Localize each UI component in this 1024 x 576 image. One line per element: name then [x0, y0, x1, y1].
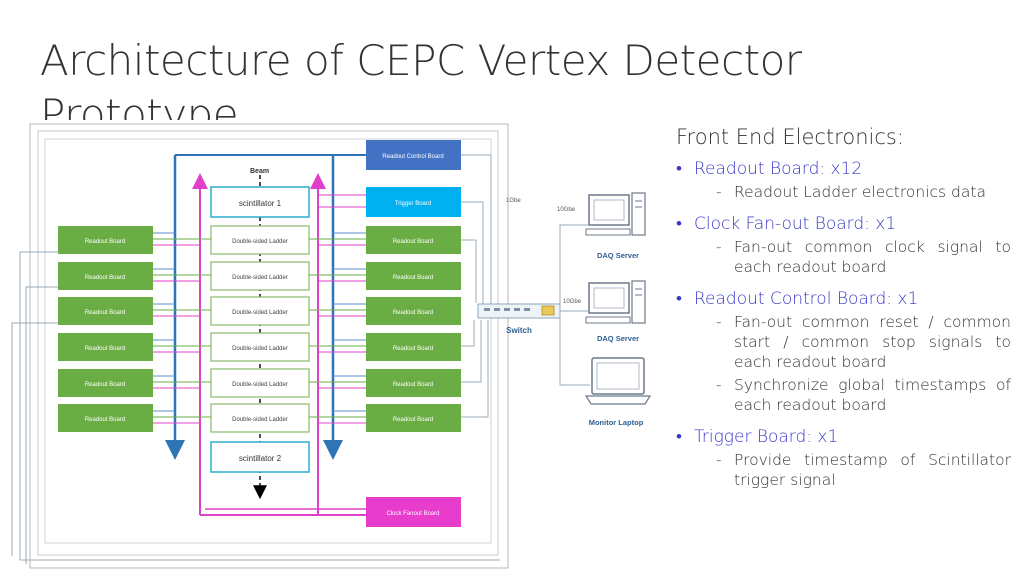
bullet-label: Readout Control Board: x1	[694, 289, 919, 309]
sub-bullet: - Fan-out common reset / common start / …	[716, 312, 1011, 372]
link-10gbe-a-label: 10Gbe	[557, 207, 576, 213]
readout-board-label: Readout Board	[85, 275, 125, 281]
monitor-laptop-icon	[584, 357, 652, 405]
scintillator-1-box: scintillator 1	[210, 186, 310, 218]
front-end-electronics-list: Front End Electronics: • Readout Board: …	[676, 125, 1011, 490]
left-readout-boards: Readout Board Readout Board Readout Boar…	[58, 226, 153, 432]
readout-board-label: Readout Board	[85, 239, 125, 245]
sub-bullet-text: Fan-out common clock signal to each read…	[734, 238, 1011, 276]
section-heading: Front End Electronics:	[676, 125, 904, 149]
bullet-label: Clock Fan-out Board: x1	[694, 214, 897, 234]
sub-bullet: - Fan-out common clock signal to each re…	[716, 237, 1011, 277]
beam-label: Beam	[250, 168, 269, 175]
readout-board-label: Readout Board	[393, 275, 433, 281]
clock-fanout-board: Clock Fanout Board	[366, 497, 461, 527]
sub-bullet-text: Provide timestamp of Scintillator trigge…	[734, 451, 1011, 489]
ladder-label: Double-sided Ladder	[232, 239, 288, 245]
readout-board-label: Readout Board	[393, 346, 433, 352]
readout-board-label: Readout Board	[393, 239, 433, 245]
sub-bullet: - Provide timestamp of Scintillator trig…	[716, 450, 1011, 490]
daq-server-1-icon	[585, 192, 646, 236]
right-readout-boards: Readout Board Readout Board Readout Boar…	[366, 226, 461, 432]
bullet-label: Readout Board: x12	[694, 159, 863, 179]
readout-board-label: Readout Board	[85, 417, 125, 423]
bullet-dot-icon: •	[676, 214, 682, 234]
dash-icon: -	[716, 183, 722, 201]
switch-label: Switch	[506, 326, 532, 335]
dash-icon: -	[716, 376, 722, 394]
dash-icon: -	[716, 238, 722, 256]
monitor-laptop-label: Monitor Laptop	[589, 418, 644, 427]
dash-icon: -	[716, 451, 722, 469]
switch-device	[477, 303, 561, 319]
ladder-label: Double-sided Ladder	[232, 346, 288, 352]
sub-bullet-text: Readout Ladder electronics data	[734, 183, 986, 201]
trigger-board: Trigger Board	[366, 187, 461, 217]
ladder-column: Double-sided Ladder Double-sided Ladder …	[210, 225, 310, 433]
readout-board-label: Readout Board	[393, 417, 433, 423]
scintillator-2-box: scintillator 2	[210, 441, 310, 473]
sub-bullet: - Synchronize global timestamps of each …	[716, 375, 1011, 415]
sub-bullet: - Readout Ladder electronics data	[716, 182, 1011, 202]
sub-bullet-text: Fan-out common reset / common start / co…	[734, 313, 1011, 371]
bullet-dot-icon: •	[676, 427, 682, 447]
ladder-label: Double-sided Ladder	[232, 417, 288, 423]
bullet-readout-board: • Readout Board: x12	[676, 159, 1011, 179]
bullet-trigger-board: • Trigger Board: x1	[676, 427, 1011, 447]
trigger-board-label: Trigger Board	[395, 201, 431, 207]
link-10gbe-b-label: 10Gbe	[563, 299, 582, 305]
architecture-diagram: Beam scintillator 1 scintillator 2 Doubl…	[11, 123, 652, 569]
readout-control-board: Readout Control Board	[366, 140, 461, 170]
readout-board-label: Readout Board	[85, 382, 125, 388]
readout-control-board-label: Readout Control Board	[382, 154, 443, 160]
readout-board-label: Readout Board	[393, 310, 433, 316]
daq-server-1-label: DAQ Server	[597, 251, 639, 260]
dash-icon: -	[716, 313, 722, 331]
ladder-label: Double-sided Ladder	[232, 382, 288, 388]
clock-fanout-board-label: Clock Fanout Board	[386, 511, 439, 517]
daq-server-2-icon	[585, 280, 646, 324]
daq-server-2-label: DAQ Server	[597, 334, 639, 343]
ladder-label: Double-sided Ladder	[232, 310, 288, 316]
scintillator-1-label: scintillator 1	[239, 199, 282, 208]
sub-bullet-text: Synchronize global timestamps of each re…	[734, 376, 1011, 414]
bullet-dot-icon: •	[676, 159, 682, 179]
bullet-label: Trigger Board: x1	[694, 427, 839, 447]
bullet-readout-control-board: • Readout Control Board: x1	[676, 289, 1011, 309]
ladder-label: Double-sided Ladder	[232, 275, 288, 281]
readout-board-label: Readout Board	[393, 382, 433, 388]
readout-board-label: Readout Board	[85, 346, 125, 352]
bullet-clock-fanout-board: • Clock Fan-out Board: x1	[676, 214, 1011, 234]
readout-board-label: Readout Board	[85, 310, 125, 316]
slide-title: Architecture of CEPC Vertex Detector Pro…	[40, 36, 802, 120]
bullet-dot-icon: •	[676, 289, 682, 309]
link-1gbe-label: 1Gbe	[506, 198, 521, 204]
scintillator-2-label: scintillator 2	[239, 454, 282, 463]
